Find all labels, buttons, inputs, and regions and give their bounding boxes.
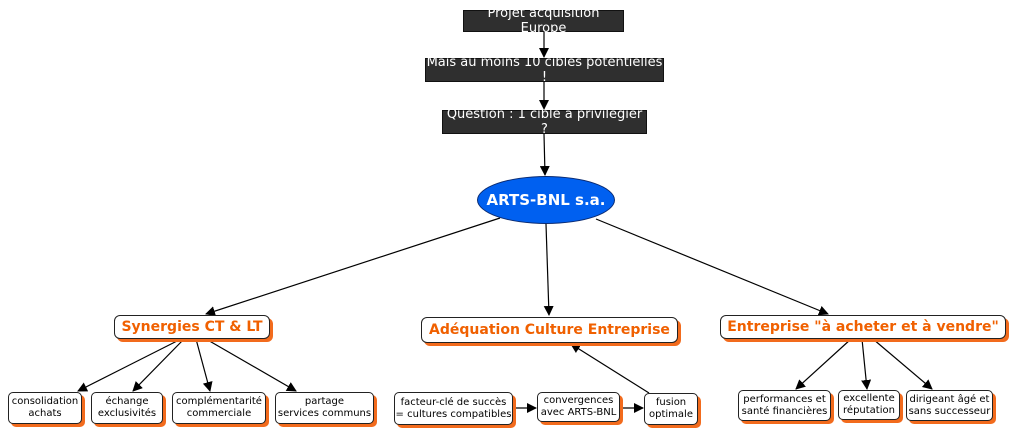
question-node: Question : 1 cible à privilégier ? <box>442 107 647 137</box>
edge-synergies-to-leaf-2 <box>132 338 185 392</box>
leaf-label: partage services communs <box>277 396 372 419</box>
leaf-label: échange exclusivités <box>97 396 157 419</box>
leaf-facteur-cle-succes: facteur-clé de succès = cultures compati… <box>394 392 513 425</box>
synergies-label: Synergies CT & LT <box>121 319 263 335</box>
center-label: ARTS-BNL s.a. <box>486 191 606 209</box>
leaf-excellente-reputation: excellente réputation <box>838 390 900 420</box>
leaf-consolidation-achats: consolidation achats <box>8 392 82 424</box>
culture-label: Adéquation Culture Entreprise <box>429 322 670 338</box>
potential-targets-node: Mais au moins 10 cibles potentielles ! <box>425 55 664 85</box>
leaf-echange-exclusivites: échange exclusivités <box>91 392 163 424</box>
potential-targets-label: Mais au moins 10 cibles potentielles ! <box>426 55 663 85</box>
synergies-branch: Synergies CT & LT <box>114 315 270 339</box>
edge-enterprise-to-leaf-2 <box>861 338 872 390</box>
edge-enterprise-to-leaf-1 <box>795 338 852 390</box>
leaf-partage-services-communs: partage services communs <box>275 392 374 424</box>
leaf-label: complémentarité commerciale <box>176 396 262 419</box>
edge-synergies-to-leaf-1 <box>77 338 182 392</box>
leaf-label: dirigeant âgé et sans successeur <box>908 393 991 417</box>
edge-synergies-to-leaf-3 <box>195 338 213 392</box>
leaf-label: fusion optimale <box>649 397 693 420</box>
edge-question-to-center <box>539 133 550 176</box>
culture-branch: Adéquation Culture Entreprise <box>421 317 678 343</box>
leaf-label: performances et santé financières <box>741 393 828 417</box>
project-acquisition-label: Projet acquisition Europe <box>487 6 600 36</box>
leaf-dirigeant-age: dirigeant âgé et sans successeur <box>906 390 993 421</box>
edge-synergies-to-leaf-4 <box>205 338 297 392</box>
edge-enterprise-to-leaf-3 <box>872 338 933 390</box>
enterprise-branch: Entreprise "à acheter et à vendre" <box>720 315 1006 339</box>
leaf-fusion-optimale: fusion optimale <box>644 393 698 425</box>
leaf-label: facteur-clé de succès = cultures compati… <box>395 396 512 420</box>
leaf-label: consolidation achats <box>11 396 79 419</box>
question-label: Question : 1 cible à privilégier ? <box>446 107 643 137</box>
edge-center-to-synergies <box>205 217 501 316</box>
leaf-complementarite-commerciale: complémentarité commerciale <box>172 392 266 424</box>
leaf-convergences: convergences avec ARTS-BNL <box>537 392 620 422</box>
edge-center-to-enterprise <box>595 218 829 316</box>
project-acquisition-node: Projet acquisition Europe <box>463 6 624 36</box>
leaf-performances-sante-financieres: performances et santé financières <box>738 390 831 421</box>
edge-culture-leaf-3-to-branch <box>570 343 650 394</box>
leaf-label: convergences avec ARTS-BNL <box>540 395 617 418</box>
enterprise-label: Entreprise "à acheter et à vendre" <box>727 319 999 335</box>
leaf-label: excellente réputation <box>843 393 895 416</box>
center-node: ARTS-BNL s.a. <box>477 176 615 224</box>
edge-center-to-culture <box>543 223 554 316</box>
